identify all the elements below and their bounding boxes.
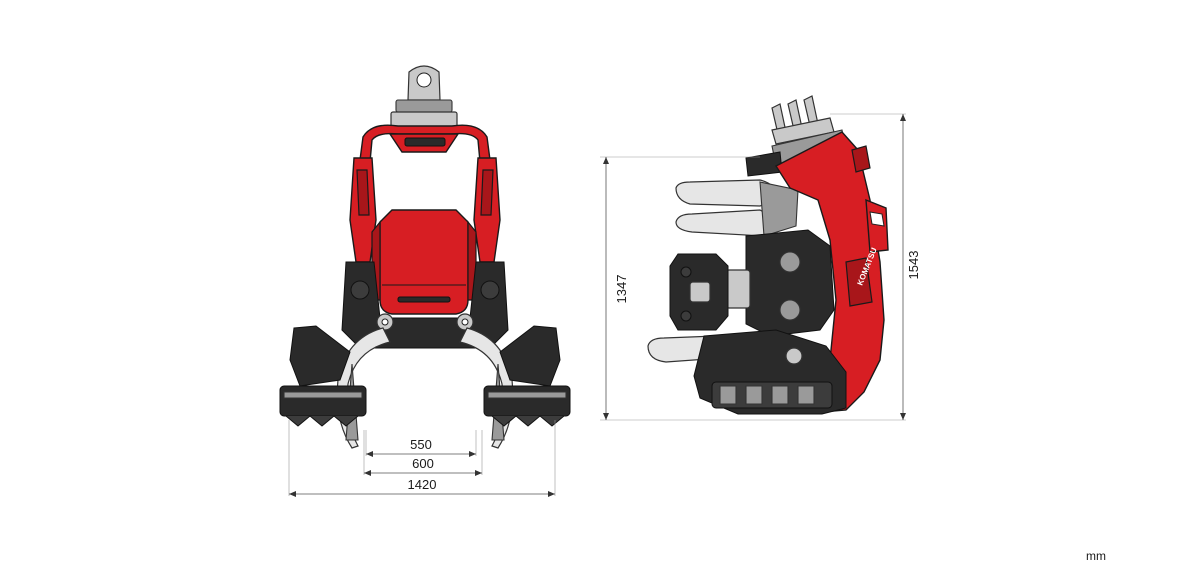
upper-frame — [349, 124, 501, 263]
center-body — [371, 209, 477, 315]
dim-label-600: 600 — [412, 456, 434, 471]
side-view: KOMATSU — [647, 95, 889, 415]
feed-rollers — [279, 385, 571, 427]
side-saw-unit — [669, 229, 835, 337]
side-upper-knives — [675, 179, 799, 237]
dim-label-1347: 1347 — [614, 275, 629, 304]
dim-label-1420: 1420 — [408, 477, 437, 492]
dim-label-1543: 1543 — [906, 251, 921, 280]
side-dimensions: 1347 1543 — [600, 113, 921, 421]
side-red-body: KOMATSU — [774, 131, 889, 413]
dim-label-550: 550 — [410, 437, 432, 452]
front-view — [279, 65, 571, 449]
outer-arms — [289, 325, 561, 387]
rotator-link — [390, 65, 458, 129]
side-lower-frame — [693, 329, 847, 415]
unit-label: mm — [1086, 549, 1106, 563]
front-dimensions: 550 600 1420 — [288, 420, 556, 497]
front-chassis — [341, 261, 509, 349]
